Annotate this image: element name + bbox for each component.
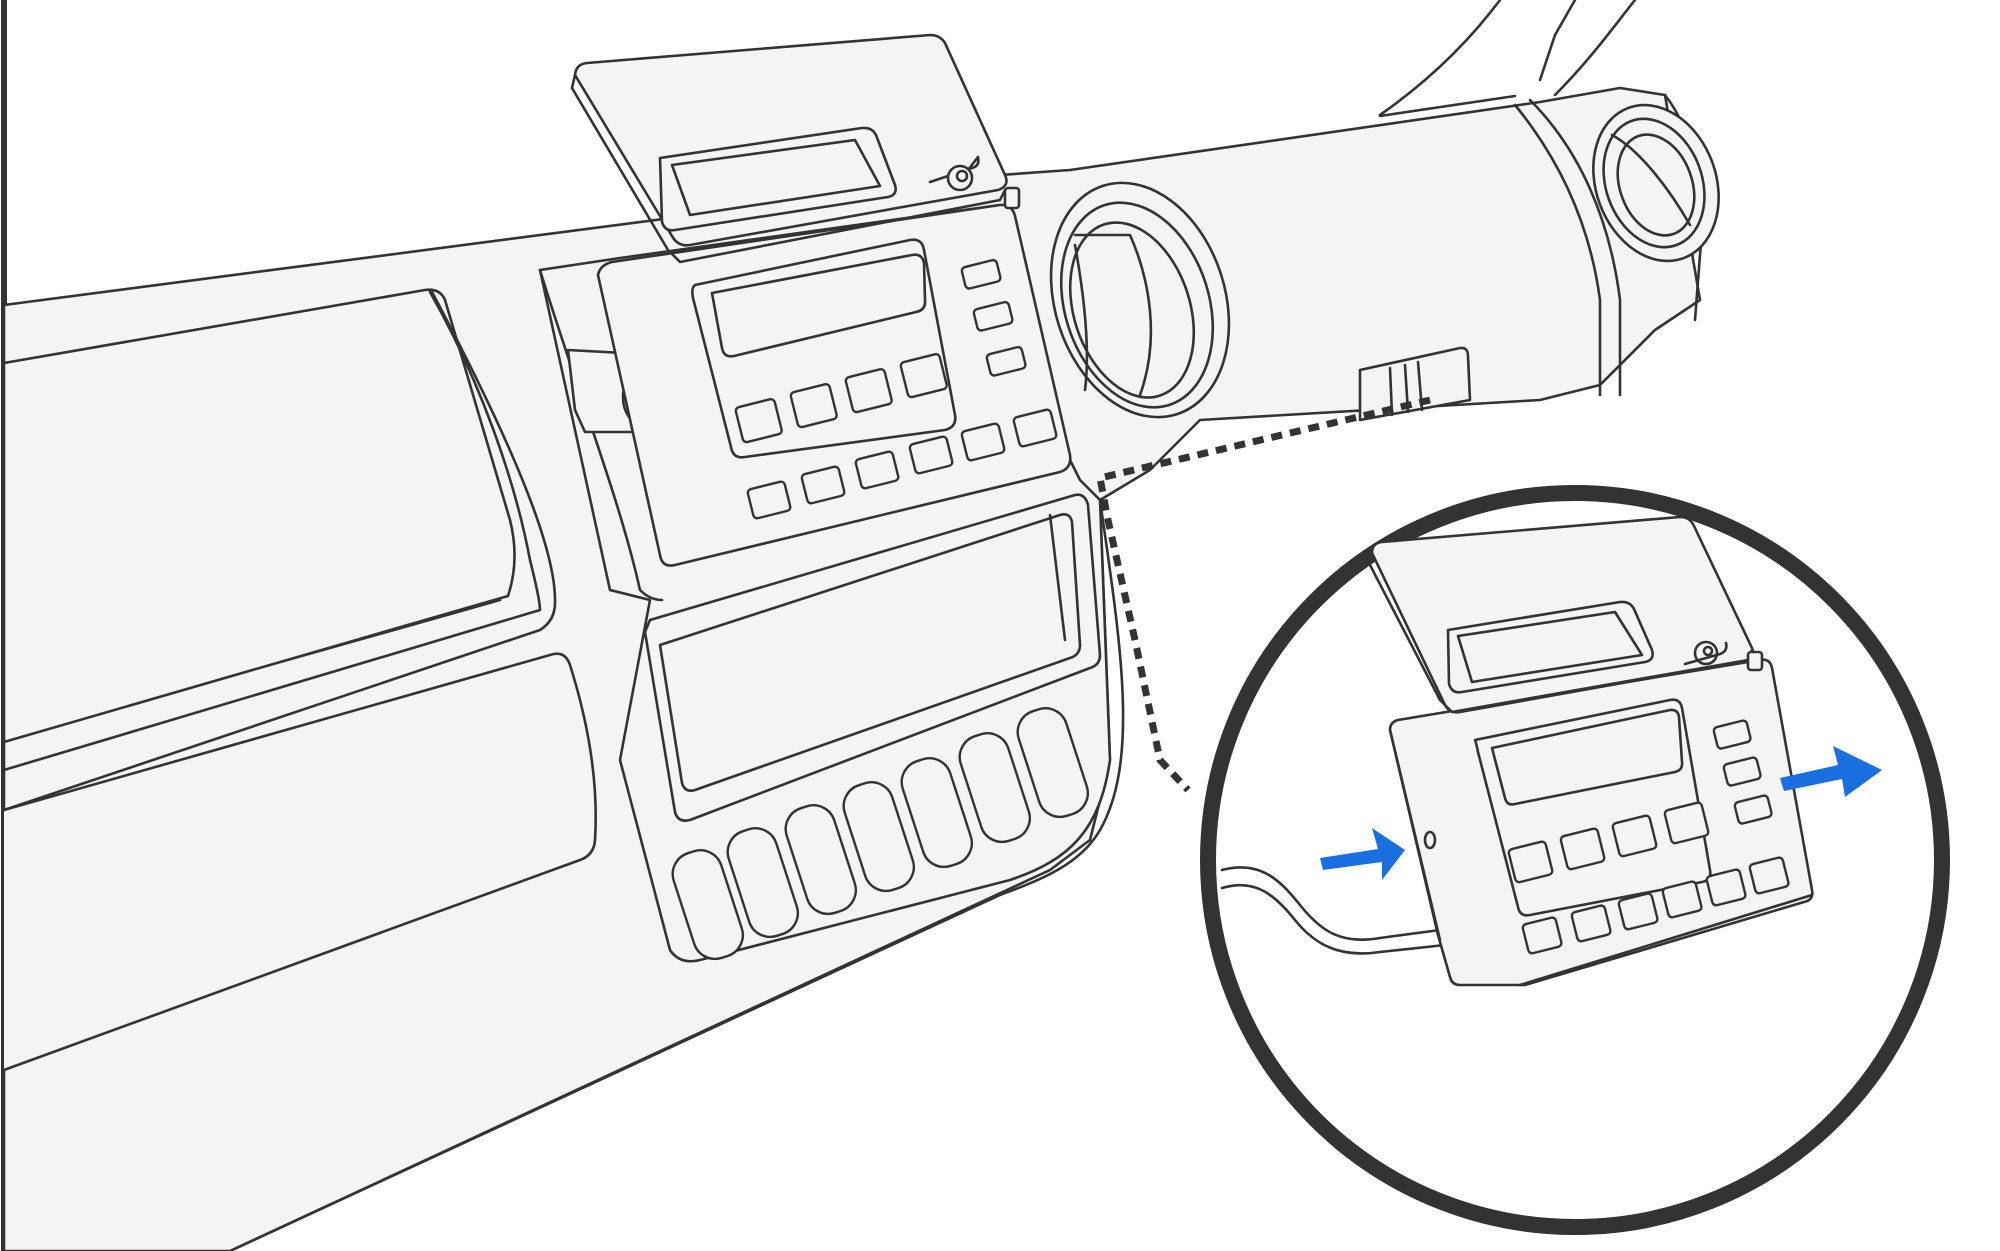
zoom-radio-button[interactable] (1570, 904, 1612, 943)
console-button[interactable] (780, 800, 862, 920)
glovebox-upper (2, 288, 557, 812)
radio-button[interactable] (800, 465, 846, 505)
console-button[interactable] (1012, 703, 1094, 823)
glovebox-lower (2, 652, 598, 1072)
zoom-radio-button[interactable] (1705, 868, 1747, 907)
zoom-radio-button[interactable] (1521, 916, 1563, 955)
radio-screen (710, 253, 927, 358)
radio-button[interactable] (844, 367, 893, 414)
radio-button[interactable] (1012, 408, 1058, 448)
radio-button[interactable] (746, 480, 792, 520)
console-button[interactable] (954, 728, 1036, 848)
console-button[interactable] (896, 753, 978, 873)
console-display-lower (643, 493, 1102, 822)
tube-clip (1358, 346, 1472, 422)
radio-button[interactable] (899, 352, 948, 399)
steering-wheel (1378, 0, 1637, 117)
radio-head-unit (596, 203, 1072, 567)
radio-button[interactable] (908, 435, 954, 475)
console-pill-buttons (667, 703, 1094, 965)
radio-faceplate-open (570, 33, 1021, 264)
zoom-radio-button[interactable] (1722, 756, 1762, 787)
air-vent-center (1049, 181, 1231, 419)
zoom-radio-button[interactable] (1617, 892, 1659, 931)
radio-button[interactable] (960, 258, 1002, 290)
radio-button[interactable] (972, 300, 1014, 332)
insert-direction-arrow-icon (1320, 828, 1405, 880)
zoom-radio-button[interactable] (1748, 856, 1790, 895)
air-vent-right (1592, 103, 1720, 263)
zoom-radio-button[interactable] (1712, 719, 1752, 750)
console-button[interactable] (722, 823, 804, 943)
remove-direction-arrow-icon (1780, 746, 1882, 797)
zoom-faceplate-screen (1456, 610, 1644, 684)
radio-button[interactable] (854, 450, 900, 490)
radio-button[interactable] (734, 397, 783, 444)
zoom-leader-line (1095, 396, 1431, 793)
radio-button[interactable] (789, 382, 838, 429)
console-button[interactable] (838, 777, 920, 897)
radio-button[interactable] (985, 345, 1027, 377)
radio-button[interactable] (960, 422, 1006, 462)
zoom-head-unit (1220, 515, 1814, 987)
zoom-radio-button[interactable] (1661, 880, 1703, 919)
zoom-radio-button[interactable] (1507, 840, 1554, 884)
faceplate-screen (670, 138, 882, 217)
console-button[interactable] (667, 845, 749, 965)
zoom-radio-button[interactable] (1663, 801, 1710, 845)
zoom-radio-button[interactable] (1733, 794, 1773, 825)
zoom-radio-button[interactable] (1559, 827, 1606, 871)
zoom-radio-screen (1490, 708, 1684, 806)
zoom-radio-button[interactable] (1611, 814, 1658, 858)
